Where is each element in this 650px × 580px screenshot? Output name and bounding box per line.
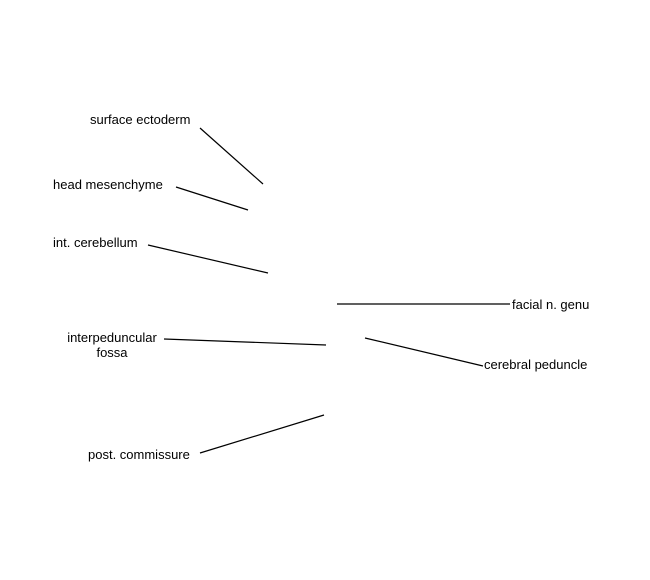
label-head-mesenchyme: head mesenchyme (53, 177, 163, 192)
label-post-commissure: post. commissure (88, 447, 190, 462)
label-surface-ectoderm: surface ectoderm (90, 112, 191, 127)
label-interpeduncular-fossa: interpeduncular fossa (62, 330, 162, 360)
label-interpeduncular-fossa-line1: interpeduncular (67, 330, 157, 345)
leader-head-mesenchyme (175, 186, 249, 211)
label-facial-n-genu: facial n. genu (512, 297, 590, 312)
leader-interpeduncular-fossa (163, 338, 327, 346)
leader-cerebral-peduncle (364, 337, 484, 367)
leader-surface-ectoderm (199, 127, 264, 185)
leader-post-commissure (199, 414, 325, 454)
label-interpeduncular-fossa-line2: fossa (96, 345, 128, 360)
label-int-cerebellum: int. cerebellum (53, 235, 138, 250)
leader-int-cerebellum (147, 244, 269, 274)
label-cerebral-peduncle: cerebral peduncle (484, 357, 588, 372)
